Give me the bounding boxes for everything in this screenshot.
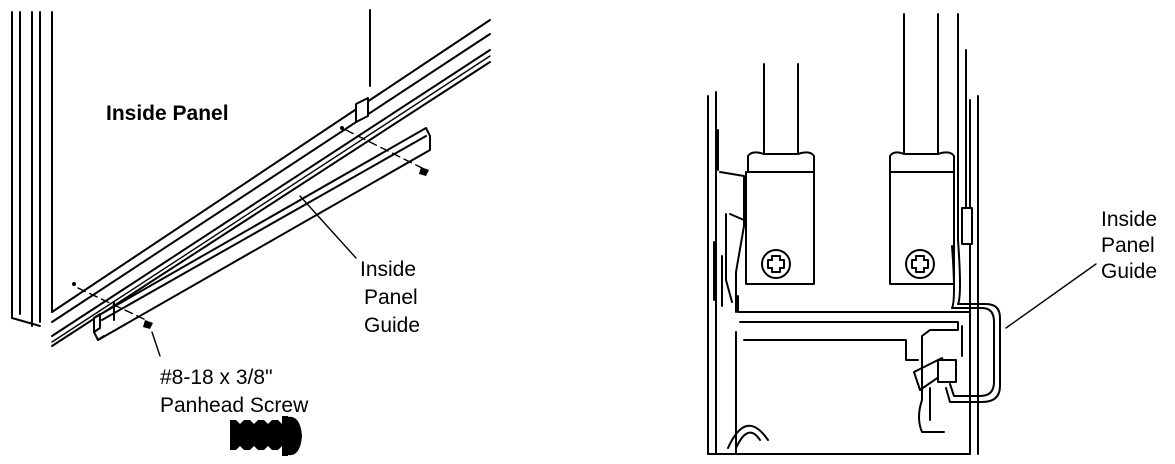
guide-label-left-2: Panel bbox=[364, 286, 418, 309]
screw-head-left bbox=[761, 249, 791, 279]
guide-label-left-1: Inside bbox=[360, 258, 416, 281]
inside-panel-guide-right bbox=[945, 207, 1001, 403]
hole-lower bbox=[72, 282, 76, 286]
screw-size-label: #8-18 x 3/8" bbox=[160, 366, 273, 389]
left-spring-clip bbox=[713, 171, 745, 313]
inside-panel-label: Inside Panel bbox=[106, 102, 229, 125]
bottom-sill bbox=[727, 295, 971, 455]
bottom-track bbox=[51, 19, 491, 347]
left-view-isometric: Inside Panel Inside Panel Guide #8-18 x … bbox=[11, 9, 491, 456]
sill-hook bbox=[913, 335, 957, 433]
guide-label-right-3: Guide bbox=[1101, 260, 1157, 283]
guide-label-right-1: Inside bbox=[1101, 208, 1157, 231]
phillips-icon-left bbox=[767, 255, 785, 273]
right-view-section: Inside Panel Guide bbox=[707, 13, 1157, 455]
hole-upper bbox=[340, 126, 344, 130]
panel-clip bbox=[355, 97, 369, 123]
screw-icon-lower bbox=[143, 320, 153, 329]
screw-icon-upper bbox=[419, 167, 429, 176]
left-panel-clip bbox=[745, 151, 815, 285]
screw-type-label: Panhead Screw bbox=[160, 394, 309, 417]
guide-leader-left bbox=[299, 195, 357, 259]
inside-panel-guide bbox=[93, 127, 431, 341]
panel-side-frame bbox=[11, 11, 53, 327]
guide-label-left-3: Guide bbox=[364, 314, 420, 337]
phillips-icon-right bbox=[911, 255, 929, 273]
screw-alignment bbox=[72, 126, 429, 329]
guide-label-right-2: Panel bbox=[1101, 234, 1155, 257]
screw-head-right bbox=[905, 249, 935, 279]
right-panel-clip bbox=[889, 151, 955, 285]
screw-leader bbox=[151, 331, 161, 357]
right-panel-glass bbox=[717, 13, 939, 171]
guide-leader-right bbox=[1005, 263, 1097, 329]
panhead-screw-icon bbox=[230, 416, 302, 456]
